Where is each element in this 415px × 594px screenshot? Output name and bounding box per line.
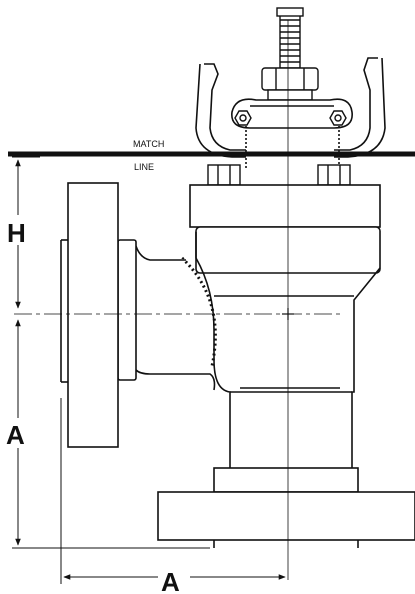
- stem-nut: [261, 67, 319, 101]
- side-branch: [117, 239, 216, 391]
- dimension-a-vertical-label: A: [6, 420, 25, 450]
- bonnet-flange: [189, 184, 381, 228]
- actuator-stem: [276, 7, 304, 69]
- center-lines: [14, 20, 340, 580]
- dimension-a-horizontal-label: A: [161, 567, 180, 594]
- seat-dotted-line: [180, 256, 217, 367]
- match-label: MATCH: [133, 139, 164, 149]
- bottom-flange: [157, 467, 415, 548]
- line-label: LINE: [134, 162, 154, 172]
- dimension-h-label: H: [7, 218, 26, 248]
- bonnet-nuts: [207, 164, 351, 186]
- side-flange: [60, 182, 119, 448]
- yoke: [195, 57, 386, 158]
- yoke-bolt-links: [245, 126, 340, 170]
- yoke-bolt-holes: [234, 110, 347, 126]
